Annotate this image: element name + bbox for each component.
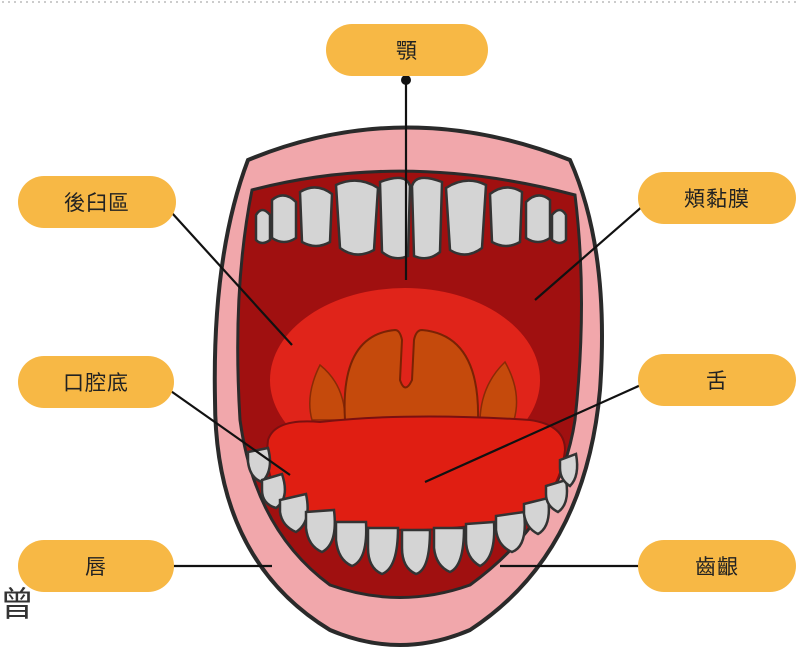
tooth [400,528,432,576]
leader-line-tongue [424,378,653,484]
label-floor-of-mouth-text: 口腔底 [63,371,129,395]
tooth [254,208,272,245]
tooth [432,526,466,574]
label-palate: 顎 [326,24,488,76]
leader-dot [401,75,411,85]
tooth [550,208,568,245]
label-floor-of-mouth: 口腔底 [18,356,174,408]
tooth [304,508,336,554]
tooth [444,179,488,256]
leader-line-retromolar [161,201,293,346]
tooth [524,194,552,244]
tooth [522,496,551,536]
leader-line-buccal [534,197,653,301]
tooth [558,452,579,488]
label-gums: 齒齦 [638,540,796,592]
tooth [278,492,309,534]
corner-text: 曾 [0,585,34,625]
tooth [298,186,334,248]
label-gums-text: 齒齦 [695,555,739,579]
tooth [494,510,526,554]
tooth [366,526,400,576]
tooth [270,194,298,244]
leader-lines [157,80,653,568]
label-lip-text: 唇 [85,555,107,579]
label-buccal-mucosa: 頰黏膜 [638,172,796,224]
label-palate-text: 顎 [396,39,418,63]
label-buccal-mucosa-text: 頰黏膜 [684,187,750,211]
label-retromolar-text: 後臼區 [64,191,130,215]
upper-teeth [254,176,568,260]
label-tongue-text: 舌 [706,369,728,393]
tooth [410,176,444,260]
uvula [343,328,480,421]
leader-line-floor [157,381,291,476]
label-retromolar: 後臼區 [18,176,176,228]
tooth [378,176,412,260]
top-dotted-border [0,0,799,4]
label-tongue: 舌 [638,354,796,406]
tooth [488,186,524,248]
tooth [334,179,380,256]
label-lip: 唇 [18,540,174,592]
lower-teeth [246,446,579,576]
tooth [334,520,368,568]
tooth [544,478,569,514]
tooth [464,520,496,568]
